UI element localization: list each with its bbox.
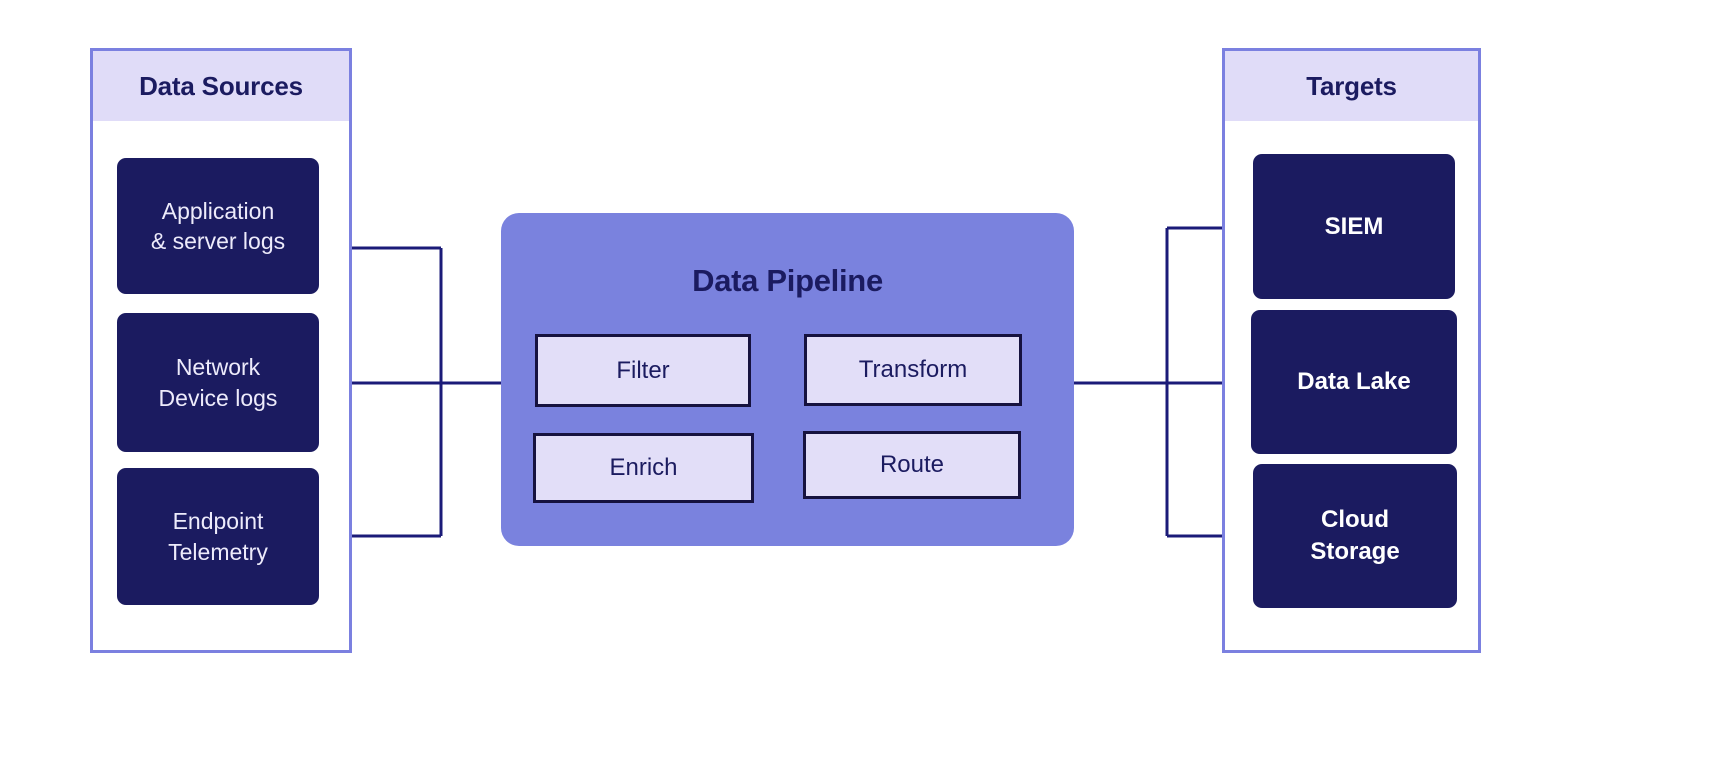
pipeline-step-enrich[interactable]: Enrich — [533, 433, 754, 503]
source-node-endpoint-telemetry[interactable]: Endpoint Telemetry — [117, 468, 319, 605]
data-pipeline-title: Data Pipeline — [692, 263, 883, 298]
data-sources-header: Data Sources — [93, 51, 349, 121]
target-node-data-lake[interactable]: Data Lake — [1251, 310, 1457, 454]
source-label-line1: Application — [161, 197, 275, 224]
source-label-line2: Device logs — [158, 384, 278, 411]
pipeline-step-route[interactable]: Route — [803, 431, 1021, 499]
source-label-line2: Telemetry — [168, 538, 268, 565]
source-label-line2: & server logs — [150, 228, 286, 254]
target-node-siem[interactable]: SIEM — [1253, 154, 1455, 299]
target-label-line1: Cloud — [1321, 506, 1389, 534]
pipeline-step-label: Filter — [616, 356, 670, 384]
pipeline-step-label: Route — [879, 451, 945, 478]
target-node-cloud-storage[interactable]: Cloud Storage — [1253, 464, 1457, 608]
source-label-line1: Network — [175, 354, 261, 381]
pipeline-step-filter[interactable]: Filter — [535, 334, 751, 407]
targets-title: Targets — [1306, 70, 1397, 101]
source-label-line1: Endpoint — [172, 508, 264, 535]
source-node-application-server-logs[interactable]: Application & server logs — [117, 158, 319, 294]
data-sources-title: Data Sources — [139, 70, 303, 101]
pipeline-step-label: Enrich — [609, 454, 678, 481]
target-label-line1: SIEM — [1324, 212, 1384, 240]
pipeline-step-label: Transform — [858, 356, 968, 383]
source-node-network-device-logs[interactable]: Network Device logs — [117, 313, 319, 452]
pipeline-step-transform[interactable]: Transform — [804, 334, 1022, 406]
target-label-line2: Storage — [1310, 538, 1400, 565]
target-label-line1: Data Lake — [1297, 368, 1411, 396]
targets-header: Targets — [1225, 51, 1478, 121]
